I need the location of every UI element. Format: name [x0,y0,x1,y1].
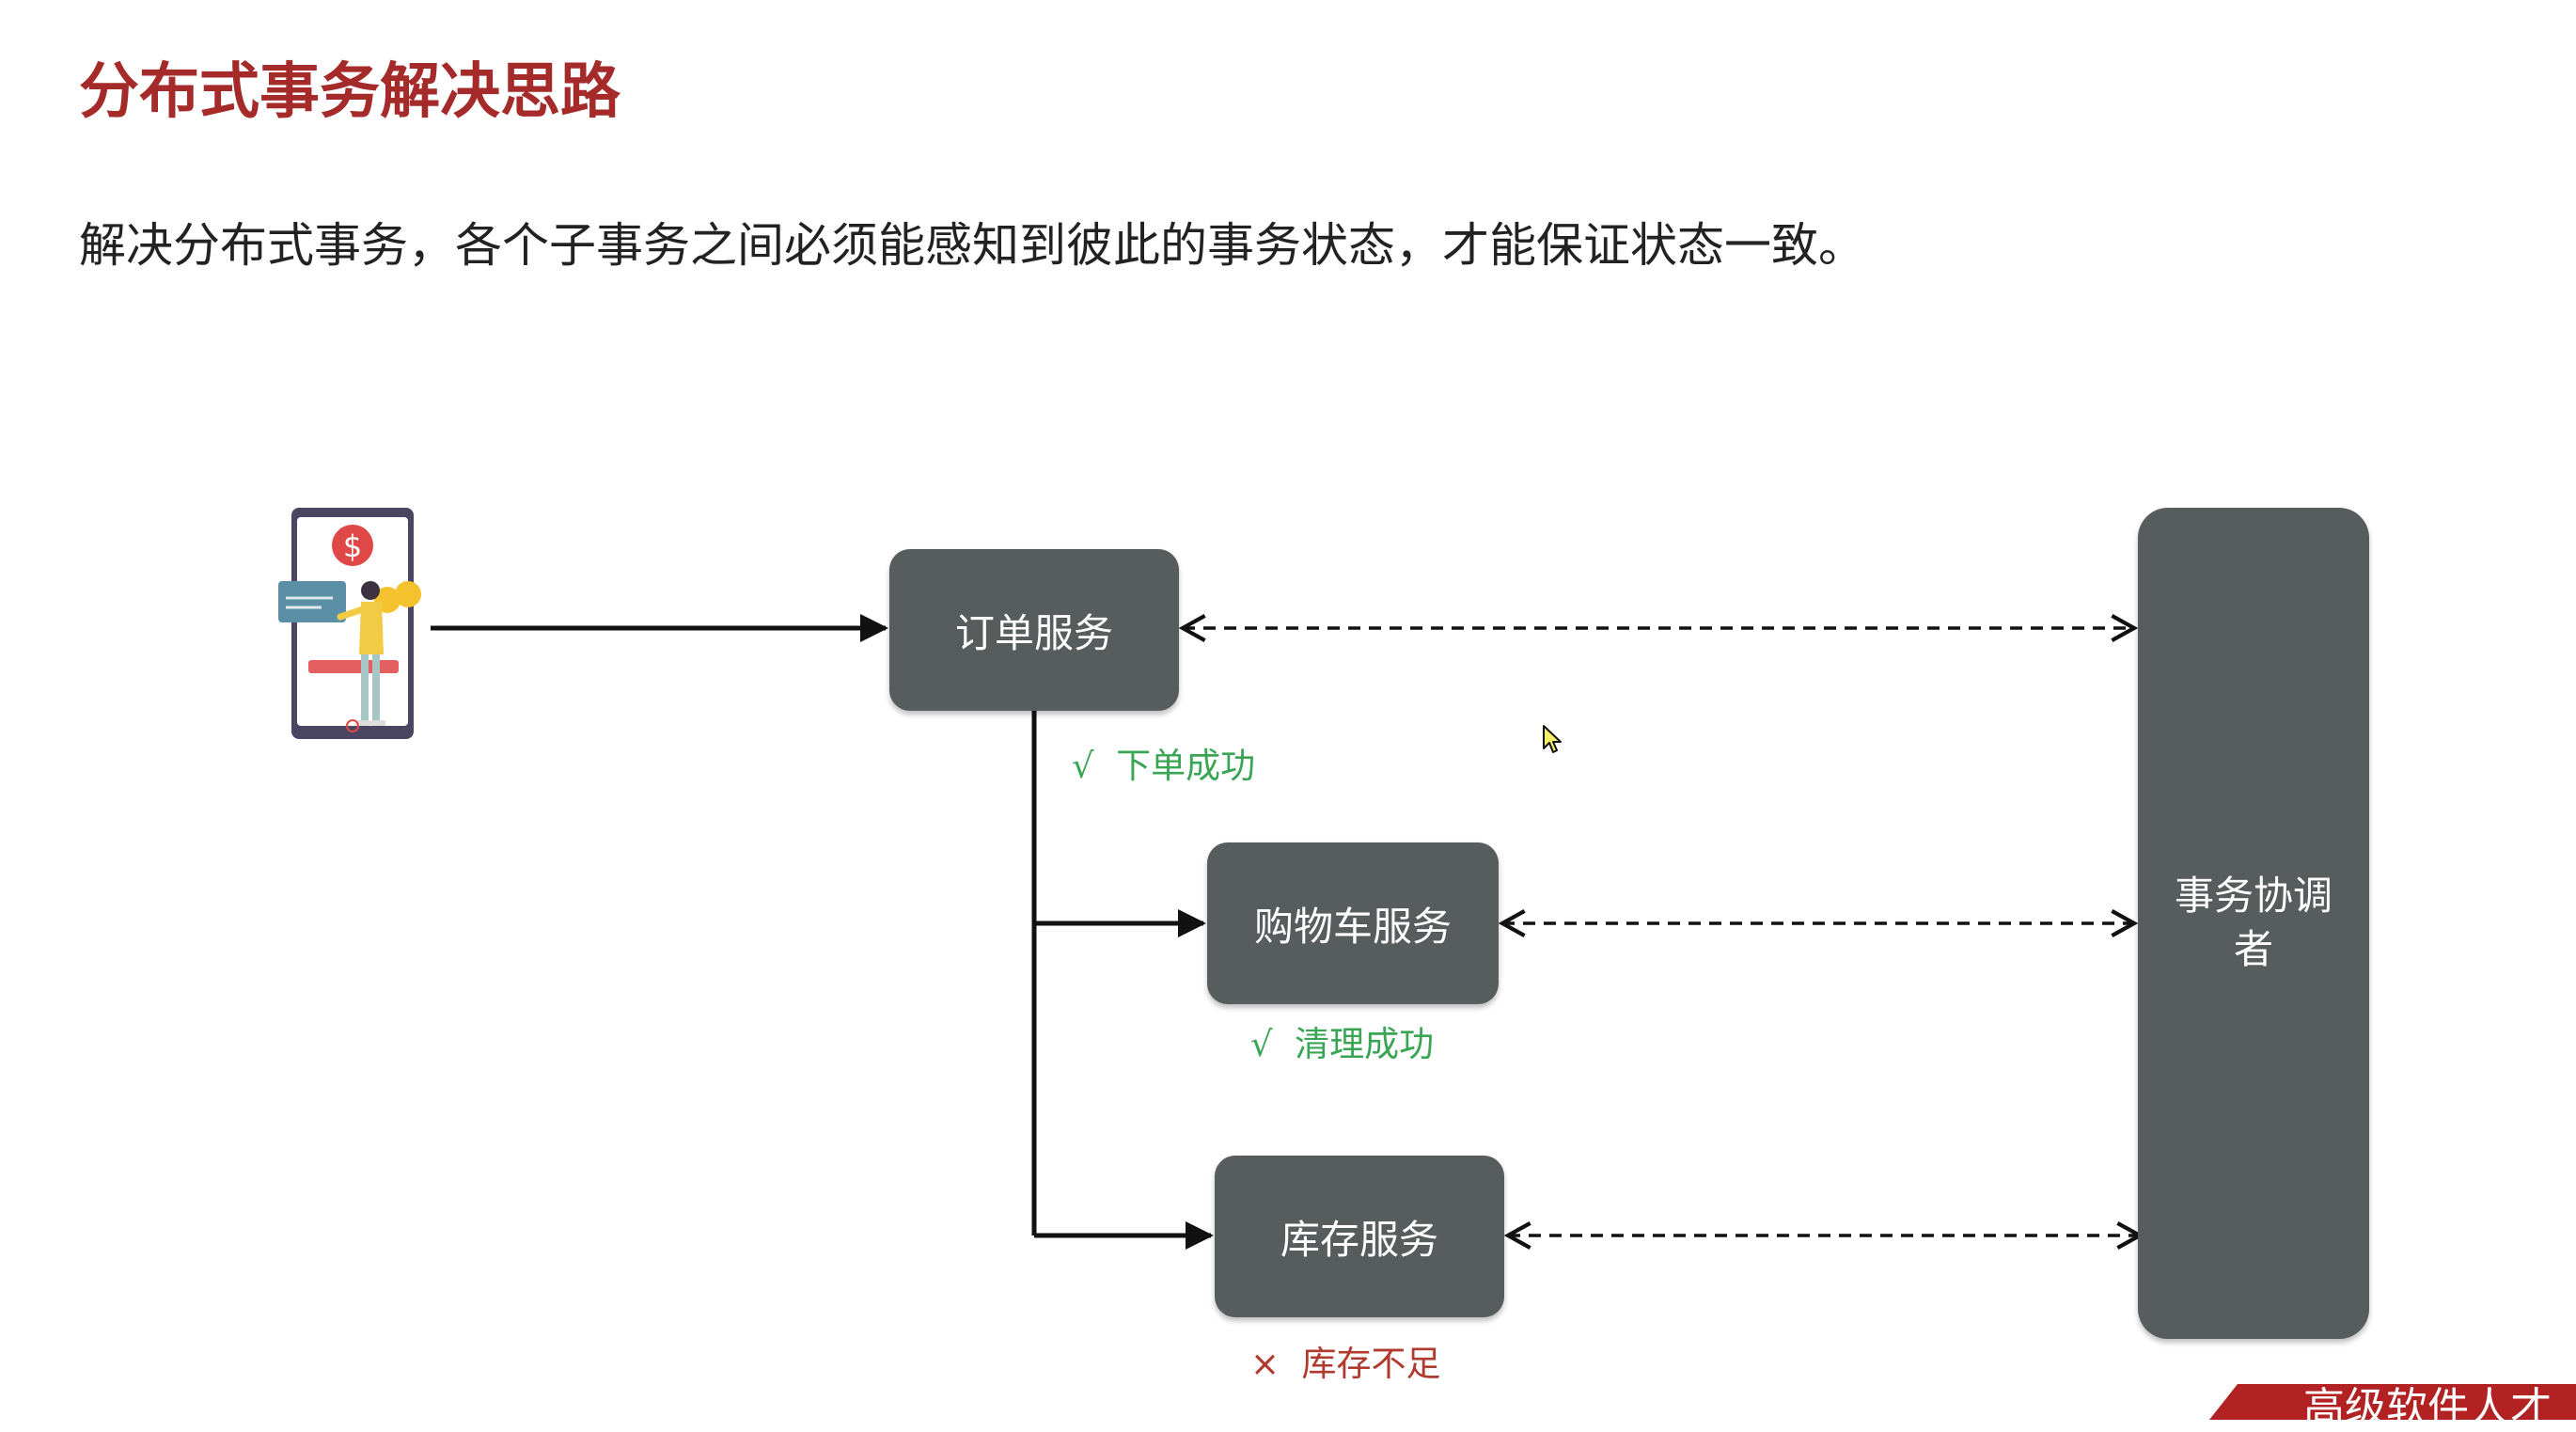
stock-status-text: 库存不足 [1302,1344,1441,1384]
cart-status-mark: √ [1250,1024,1273,1064]
stock-service-label: 库存服务 [1280,1208,1438,1266]
cart-service-box: 购物车服务 [1207,842,1499,1004]
cart-status: √ 清理成功 [1250,1027,1434,1062]
order-status-text: 下单成功 [1116,746,1255,786]
order-status-mark: √ [1072,746,1094,786]
stock-status: × 库存不足 [1250,1346,1441,1381]
mobile-payment-user-icon: $ [278,504,457,754]
footer-text: 高级软件人才 [2303,1388,2552,1429]
stock-service-box: 库存服务 [1215,1156,1504,1317]
cart-status-text: 清理成功 [1295,1024,1434,1064]
stock-status-mark: × [1250,1344,1280,1384]
transaction-coordinator-label: 事务协调者 [2174,870,2333,976]
svg-text:$: $ [343,528,362,564]
order-status: √ 下单成功 [1072,748,1255,783]
mouse-cursor-icon [1542,724,1566,758]
transaction-coordinator-box: 事务协调者 [2138,508,2369,1339]
order-service-label: 订单服务 [955,602,1113,659]
cart-service-label: 购物车服务 [1254,895,1452,952]
order-service-box: 订单服务 [889,549,1179,711]
